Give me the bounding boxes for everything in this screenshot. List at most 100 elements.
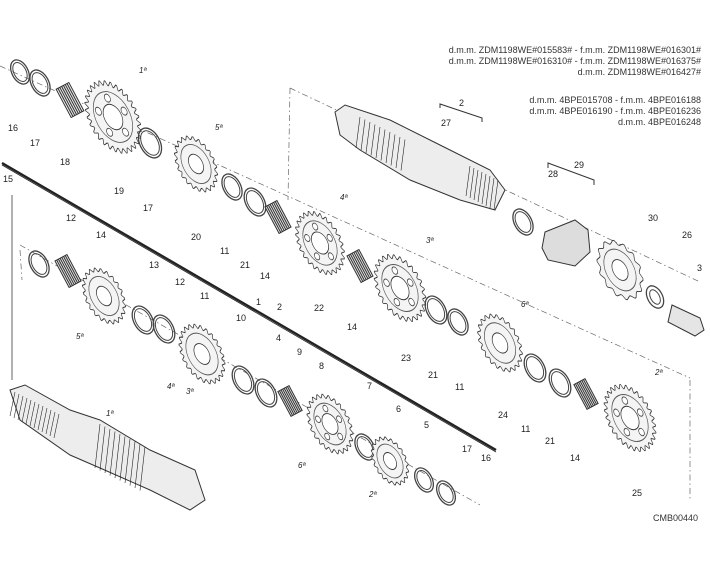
label-25: 25: [632, 488, 642, 498]
label-12: 12: [66, 213, 76, 223]
label-14: 14: [347, 322, 357, 332]
gear-mark-2nd: 2ª: [368, 490, 377, 499]
gear: [174, 135, 218, 193]
label-16: 16: [8, 123, 18, 133]
washer-ring: [424, 295, 448, 325]
primary-shaft: [9, 384, 206, 511]
label-17: 17: [30, 138, 40, 148]
gear-mark-6th: 6ª: [298, 461, 306, 470]
washer-ring: [435, 480, 457, 506]
washer-ring: [354, 433, 376, 461]
group-bracket: [547, 162, 595, 185]
label-11: 11: [455, 382, 464, 392]
washer-ring: [254, 378, 278, 408]
label-9: 9: [297, 347, 302, 357]
serial-note: d.m.m. 4BPE016248: [617, 117, 701, 127]
gear: [596, 239, 644, 301]
washer-ring: [9, 59, 31, 85]
label-30: 30: [648, 213, 658, 223]
drawing-code: CMB00440: [652, 513, 698, 523]
serial-note: d.m.m. ZDM1198WE#016427#: [577, 67, 701, 77]
label-18: 18: [60, 157, 70, 167]
gear-mark-5th: 5ª: [215, 123, 223, 132]
washer-ring: [28, 250, 50, 278]
gear: [373, 254, 427, 322]
washer-ring: [221, 173, 243, 201]
output-shaft: [334, 104, 506, 211]
label-29: 29: [574, 160, 584, 170]
part-labels: 16 17 18 19 17 20 11 21 14 22 14 23 21 1…: [3, 98, 702, 498]
needle-bearing: [264, 199, 292, 235]
needle-bearing: [54, 253, 82, 289]
label-13: 13: [149, 260, 159, 270]
label-22: 22: [314, 303, 324, 313]
label-12: 12: [175, 277, 185, 287]
label-23: 23: [401, 353, 411, 363]
gear: [82, 267, 126, 325]
needle-bearing: [55, 81, 85, 119]
label-21: 21: [428, 370, 438, 380]
gear-mark-4th: 4ª: [340, 193, 348, 202]
needle-bearing: [277, 385, 303, 417]
washer-ring: [447, 308, 469, 336]
main-axis-line: [1, 161, 497, 452]
gear: [370, 436, 410, 486]
label-15: 15: [3, 174, 13, 184]
label-28: 28: [548, 169, 558, 179]
label-4: 4: [276, 333, 281, 343]
gear-mark-3rd: 3ª: [186, 387, 194, 396]
washer-ring: [512, 208, 534, 236]
serial-note: d.m.m. ZDM1198WE#016310# - f.m.m. ZDM119…: [448, 56, 701, 66]
label-20: 20: [191, 232, 201, 242]
washer-ring: [29, 69, 51, 97]
washer-ring: [413, 467, 435, 493]
washer-ring: [523, 353, 547, 383]
spacer: [541, 219, 591, 267]
label-21: 21: [240, 260, 250, 270]
serial-note: d.m.m. ZDM1198WE#015583# - f.m.m. ZDM119…: [448, 45, 701, 55]
needle-bearing: [346, 248, 374, 284]
gear: [603, 384, 657, 452]
washer-ring: [645, 285, 665, 309]
label-17: 17: [143, 203, 153, 213]
label-8: 8: [319, 361, 324, 371]
label-3: 3: [697, 263, 702, 273]
gear-mark-1st: 1ª: [139, 66, 147, 75]
sprocket-bolt: [667, 304, 705, 337]
label-21: 21: [545, 436, 555, 446]
gear-mark-3rd: 3ª: [426, 236, 434, 245]
group-bracket: [439, 103, 483, 122]
label-26: 26: [682, 230, 692, 240]
serial-note: d.m.m. 4BPE016190 - f.m.m. 4BPE016236: [529, 106, 701, 116]
needle-bearing: [573, 378, 599, 410]
washer-ring: [243, 187, 267, 217]
gear-mark-4th: 4ª: [167, 382, 175, 391]
label-19: 19: [114, 186, 124, 196]
gear: [178, 323, 226, 385]
label-24: 24: [498, 410, 508, 420]
label-10: 10: [236, 313, 246, 323]
washer-ring: [131, 305, 155, 335]
gear: [295, 210, 345, 276]
label-17: 17: [462, 444, 472, 454]
gear-mark-6th: 6ª: [521, 300, 529, 309]
gear-mark-1st: 1ª: [106, 409, 114, 418]
washer-ring: [152, 314, 176, 344]
label-14: 14: [96, 230, 106, 240]
label-1: 1: [256, 297, 261, 307]
gear-ratio-marks: 1ª 5ª 4ª 3ª 6ª 2ª 5ª 4ª 3ª 1ª 6ª 2ª: [76, 66, 663, 499]
serial-note: d.m.m. 4BPE015708 - f.m.m. 4BPE016188: [529, 95, 701, 105]
label-6: 6: [396, 404, 401, 414]
label-11: 11: [220, 246, 229, 256]
gear-mark-2nd: 2ª: [654, 368, 663, 377]
washer-ring: [231, 365, 255, 395]
washer-ring: [548, 368, 572, 398]
label-11: 11: [200, 291, 209, 301]
label-2: 2: [459, 98, 464, 108]
serial-range-notes-bottom: d.m.m. 4BPE015708 - f.m.m. 4BPE016188 d.…: [529, 95, 701, 128]
label-16: 16: [481, 453, 491, 463]
gear-mark-5th: 5ª: [76, 332, 84, 341]
gear: [477, 313, 523, 373]
